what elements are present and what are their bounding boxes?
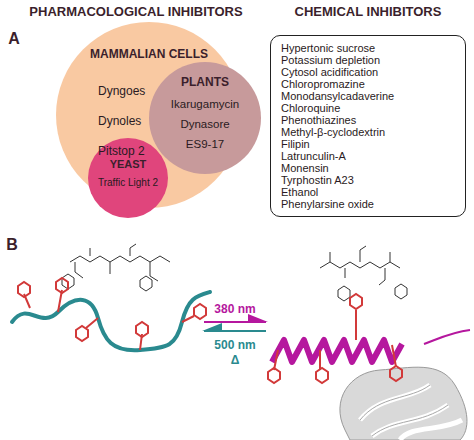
inhibitor-name: Ikarugamycin bbox=[171, 98, 239, 111]
inhibitor-name: Phenylarsine oxide bbox=[281, 198, 455, 210]
forward-arrow bbox=[204, 321, 266, 323]
inhibitor-name: Latrunculin-A bbox=[281, 150, 455, 162]
panel-heading: PHARMACOLOGICAL INHIBITORS bbox=[29, 5, 242, 19]
inhibitor-name: Methyl-β-cyclodextrin bbox=[281, 126, 455, 138]
inhibitor-name: Monodansylcadaverine bbox=[281, 90, 455, 102]
panel-letter: A bbox=[8, 30, 20, 48]
inhibitor-name: ES9-17 bbox=[186, 138, 224, 151]
inhibitor-name: Chloropromazine bbox=[281, 78, 455, 90]
inhibitor-name: Pitstop 2 bbox=[98, 145, 145, 158]
wavelength-label: 500 nm bbox=[214, 339, 255, 352]
inhibitor-name: Traffic Light 2 bbox=[98, 177, 158, 188]
group-heading: YEAST bbox=[110, 158, 147, 170]
plants-circle: PLANTS IkarugamycinDynasoreES9-17 bbox=[149, 62, 261, 174]
inhibitor-name: Tyrphostin A23 bbox=[281, 174, 455, 186]
inhibitor-name: Monensin bbox=[281, 162, 455, 174]
reverse-arrow bbox=[204, 330, 266, 332]
inhibitor-name: Dynoles bbox=[98, 115, 141, 128]
inhibitor-name: Hypertonic sucrose bbox=[281, 42, 455, 54]
inhibitor-name: Phenothiazines bbox=[281, 114, 455, 126]
list-frame: Hypertonic sucrosePotassium depletionCyt… bbox=[270, 35, 466, 217]
inhibitor-name: Potassium depletion bbox=[281, 54, 455, 66]
heat-symbol: Δ bbox=[231, 354, 240, 367]
folded-peptide bbox=[268, 246, 470, 440]
group-heading: PLANTS bbox=[181, 76, 229, 89]
panel-letter: B bbox=[6, 236, 18, 254]
wavelength-label: 380 nm bbox=[214, 303, 255, 316]
inhibitor-name: Chloroquine bbox=[281, 102, 455, 114]
group-heading: MAMMALIAN CELLS bbox=[90, 48, 208, 61]
inhibitor-name: Filipin bbox=[281, 138, 455, 150]
unfolded-peptide bbox=[12, 244, 210, 350]
list-heading: CHEMICAL INHIBITORS bbox=[270, 4, 466, 19]
mammalian-circle: MAMMALIAN CELLS DyngoesDynolesPitstop 2 PL… bbox=[56, 22, 242, 208]
chemical-list-box: CHEMICAL INHIBITORS Hypertonic sucrosePot… bbox=[270, 4, 466, 217]
inhibitor-name: Cytosol acidification bbox=[281, 66, 455, 78]
inhibitor-name: Ethanol bbox=[281, 186, 455, 198]
inhibitor-name: Dynasore bbox=[180, 118, 229, 131]
inhibitor-name: Dyngoes bbox=[98, 85, 145, 98]
